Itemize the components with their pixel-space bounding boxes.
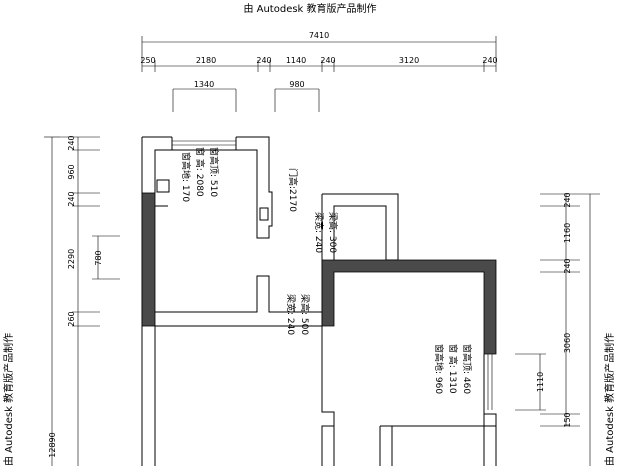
right-watermark: 由 Autodesk 教育版产品制作 bbox=[603, 333, 616, 466]
top-dimension-chain: 7410 250 2180 240 1140 240 3120 240 1340… bbox=[140, 31, 498, 112]
dim-left-total: 12890 bbox=[48, 432, 57, 457]
dim-right-seg-1: 240 bbox=[563, 192, 572, 207]
left-dimension-chain: 240 960 240 2290 260 780 12890 bbox=[44, 135, 120, 466]
dim-top-seg-6: 3120 bbox=[399, 56, 419, 65]
window-label-height: 窗 高: 2080 bbox=[194, 147, 206, 197]
dim-top-seg-3: 240 bbox=[256, 56, 271, 65]
dim-top-seg-5: 240 bbox=[320, 56, 335, 65]
structural-wall-right bbox=[321, 259, 497, 355]
dim-top-seg-4: 1140 bbox=[286, 56, 306, 65]
dim-right-sub: 1110 bbox=[536, 372, 545, 392]
dim-right-seg-5: 150 bbox=[563, 412, 572, 427]
dim-left-sub: 780 bbox=[94, 250, 103, 265]
window-right-top: 窗高顶: 460 bbox=[461, 344, 473, 394]
window-right-bottom: 窗高地: 960 bbox=[433, 344, 445, 394]
dim-left-seg-1: 240 bbox=[67, 135, 76, 150]
door-height-label: 门高:2170 bbox=[287, 168, 299, 212]
room-large-right bbox=[321, 259, 497, 466]
beam-label-upper: 梁高: 300 梁宽: 240 bbox=[313, 212, 339, 253]
window-label-top: 窗高顶: 510 bbox=[208, 147, 220, 197]
dim-left-seg-2: 960 bbox=[67, 164, 76, 179]
window-label-bottom: 窗高地: 170 bbox=[180, 152, 192, 202]
dim-top-seg-2: 2180 bbox=[196, 56, 216, 65]
top-watermark: 由 Autodesk 教育版产品制作 bbox=[243, 2, 376, 15]
dim-left-seg-3: 240 bbox=[67, 191, 76, 206]
dim-right-seg-3: 240 bbox=[563, 258, 572, 273]
dim-total-width: 7410 bbox=[309, 31, 329, 40]
window-label-right: 窗高顶: 460 窗 高: 1310 窗高地: 960 bbox=[433, 344, 473, 394]
dim-right-seg-2: 1160 bbox=[563, 223, 572, 243]
window-right-height: 窗 高: 1310 bbox=[447, 344, 459, 394]
dim-left-seg-5: 260 bbox=[67, 311, 76, 326]
column-small bbox=[156, 179, 170, 193]
beam-lower-width: 梁宽: 240 bbox=[285, 294, 297, 335]
beam-upper-width: 梁宽: 240 bbox=[313, 212, 325, 253]
structural-wall-left bbox=[141, 192, 156, 327]
dim-top-seg-1: 250 bbox=[140, 56, 155, 65]
beam-lower-height: 梁高: 500 bbox=[299, 294, 311, 335]
dim-window-1: 1340 bbox=[194, 80, 214, 89]
dim-left-seg-4: 2290 bbox=[67, 249, 76, 269]
left-watermark: 由 Autodesk 教育版产品制作 bbox=[2, 333, 15, 466]
dim-right-seg-4: 3060 bbox=[563, 333, 572, 353]
right-dimension-chain: 240 1160 240 3060 150 1110 bbox=[515, 192, 600, 466]
beam-upper-height: 梁高: 300 bbox=[327, 212, 339, 253]
dim-window-2: 980 bbox=[289, 80, 304, 89]
beam-label-lower: 梁高: 500 梁宽: 240 bbox=[285, 294, 311, 335]
wall-detail bbox=[259, 207, 269, 221]
dim-top-seg-7: 240 bbox=[482, 56, 497, 65]
window-label-upper-left: 窗高顶: 510 窗 高: 2080 窗高地: 170 bbox=[180, 147, 220, 202]
